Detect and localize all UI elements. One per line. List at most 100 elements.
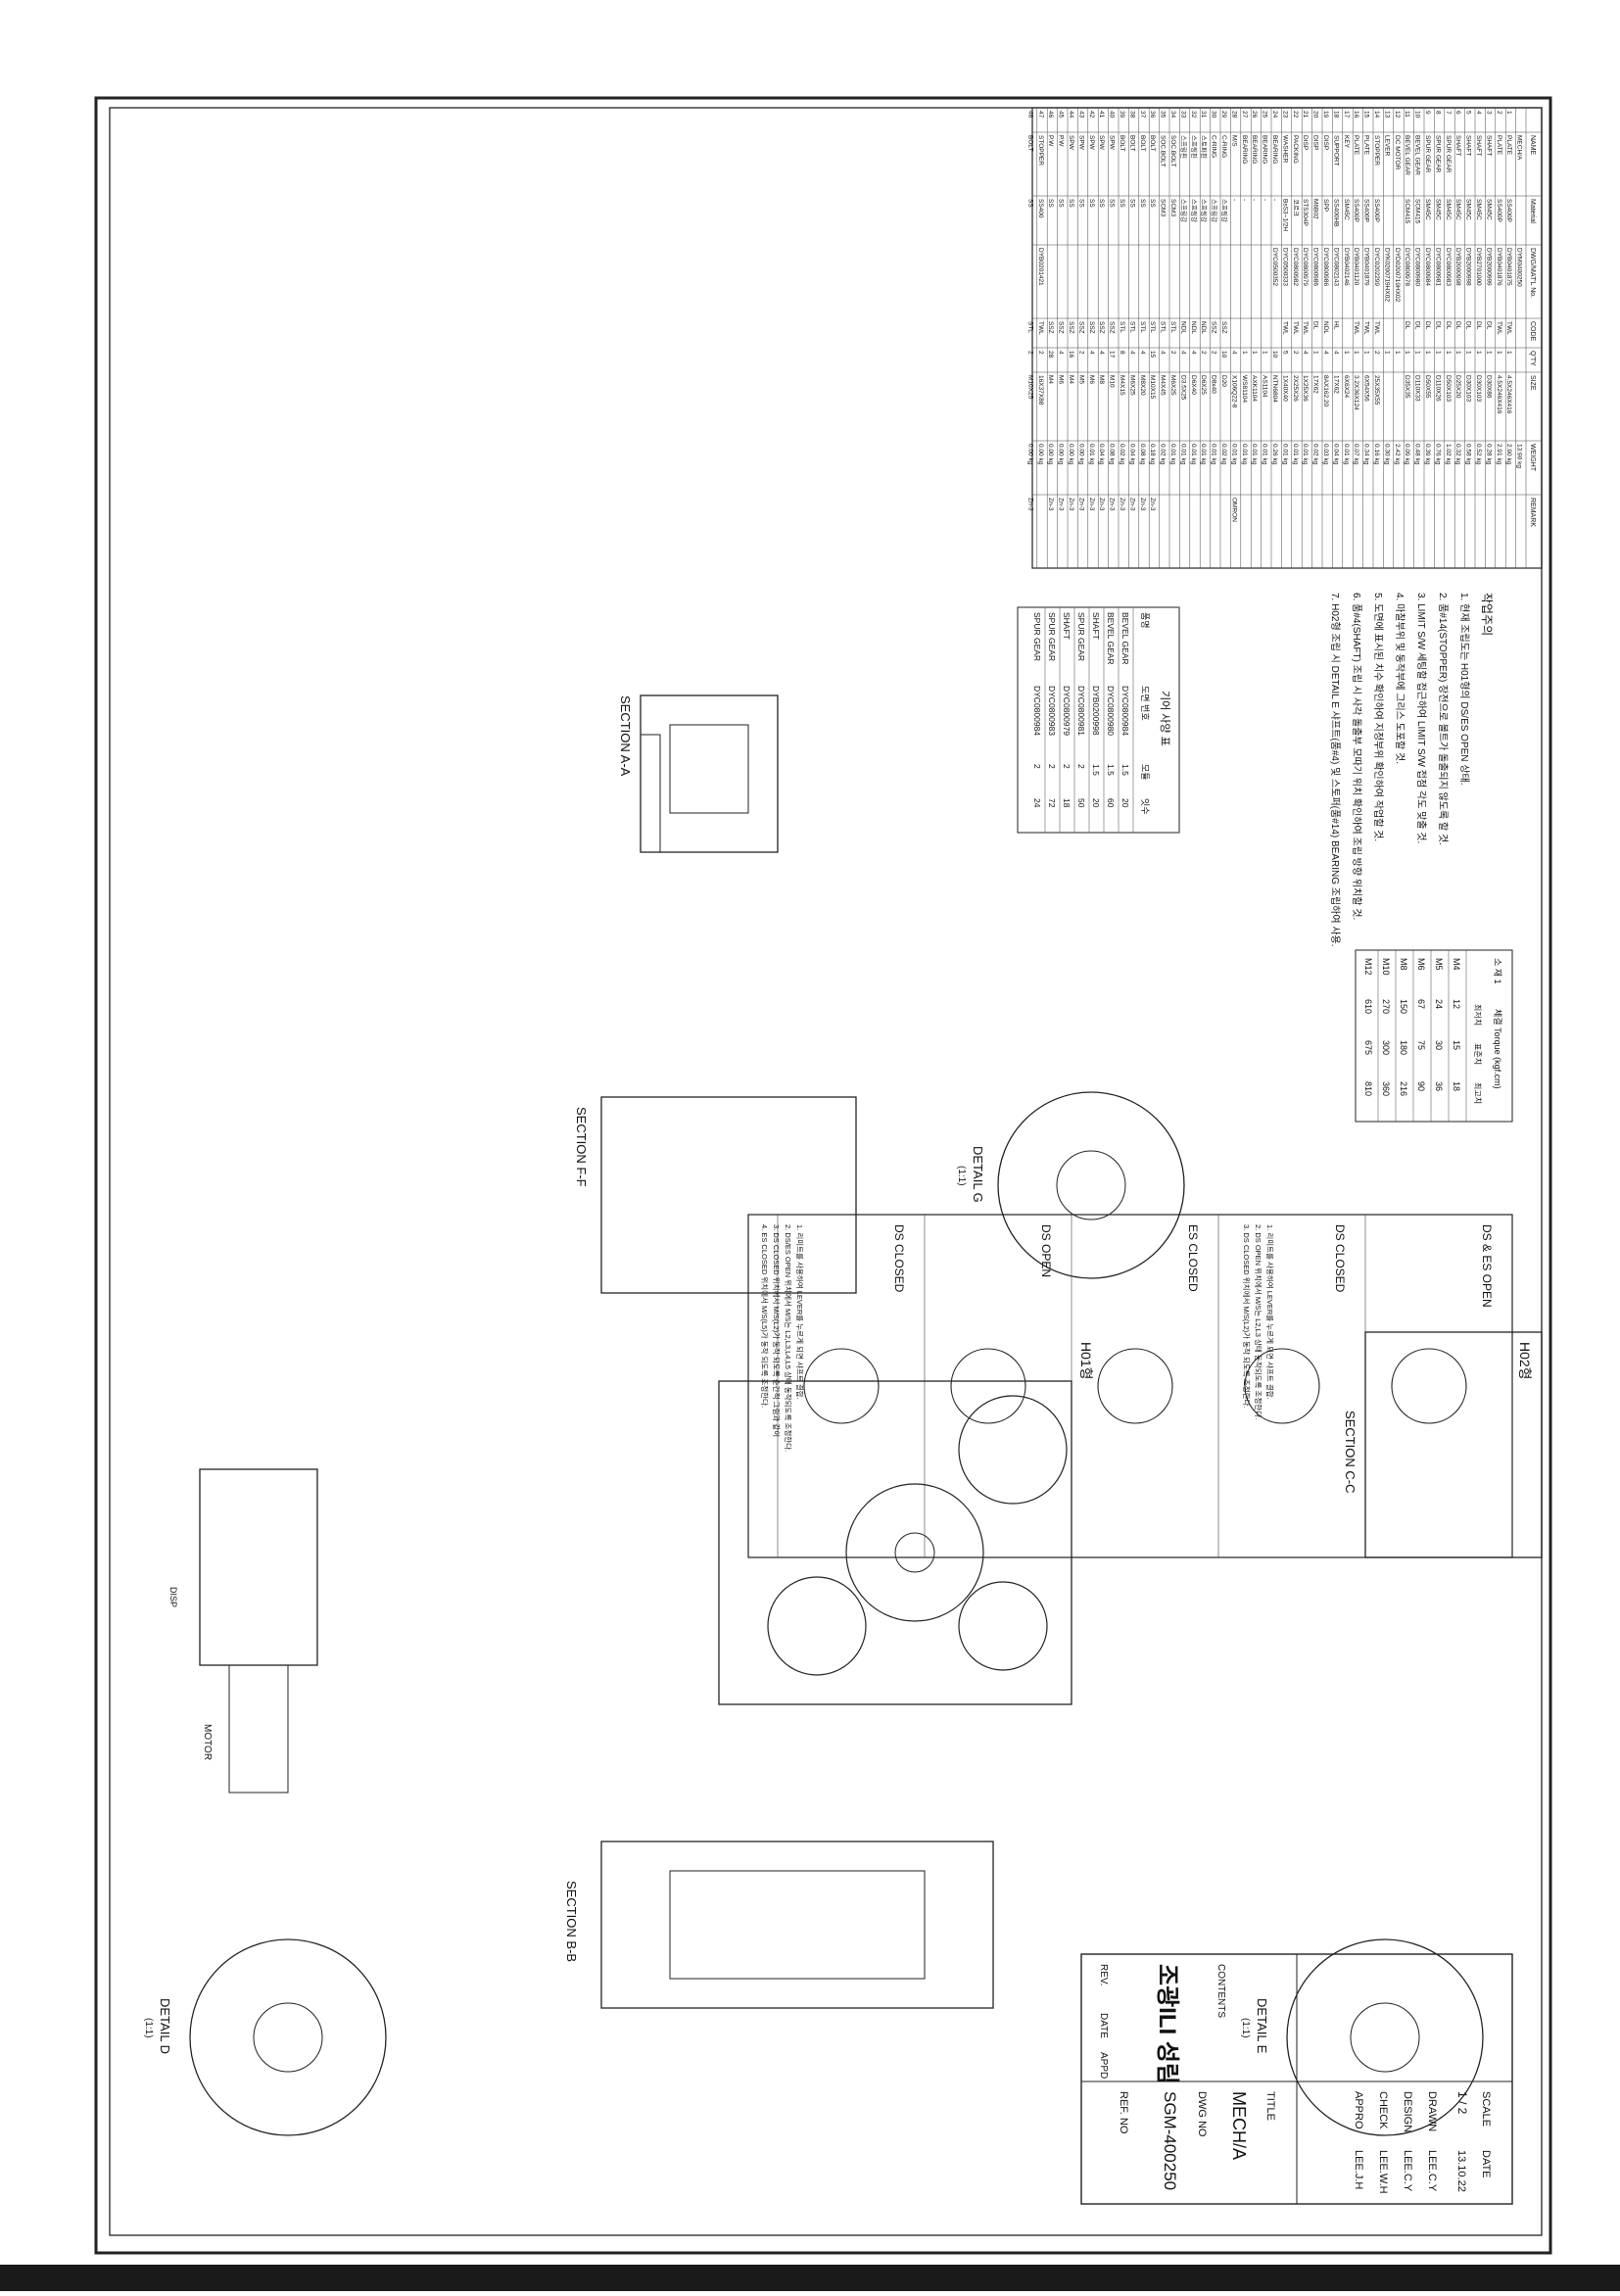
torque-cell: M6 — [1416, 958, 1426, 971]
bom-cell: SPUR GEAR — [1434, 135, 1441, 173]
bom-cell: HL — [1332, 321, 1339, 330]
note-item: 2. 품#14(STOPPER) 장전으로 볼트가 돌출되지 않도록 할 것. — [1437, 593, 1449, 845]
bom-cell: TWL — [1037, 321, 1044, 335]
bom-cell: TWL — [1496, 321, 1502, 335]
bom-cell: C-RING — [1211, 135, 1217, 158]
bom-cell: 0.04 kg — [1128, 444, 1135, 465]
bom-cell: TWL — [1353, 321, 1359, 335]
bom-cell: 0.00 kg — [1077, 444, 1084, 465]
bom-cell: DL — [1404, 321, 1410, 330]
bom-cell: 38 — [1128, 111, 1135, 119]
bom-cell: Zn-3 — [1026, 498, 1033, 511]
bom-cell: 0.01 kg — [1343, 444, 1350, 465]
bom-cell: 15 — [1149, 351, 1156, 359]
bom-cell: M5 — [1077, 375, 1084, 384]
gear-table-title: 기어 사양 표 — [1159, 691, 1171, 746]
bom-cell: 41 — [1098, 111, 1105, 119]
bom-cell: 1 — [1383, 351, 1390, 355]
bom-cell: SOC.BOLT — [1169, 135, 1176, 167]
bom-cell: SS — [1047, 199, 1054, 208]
bom-cell: 2.90 kg — [1505, 444, 1512, 465]
bom-cell: SM45C — [1445, 199, 1452, 220]
bom-cell: D25X20 — [1454, 375, 1461, 399]
torque-cell: 150 — [1399, 999, 1408, 1014]
switch-state-cell: ES CLOSED — [1071, 1215, 1200, 1557]
rev-label: REV. — [1098, 1964, 1109, 1985]
bom-cell: SCM3 — [1160, 199, 1167, 216]
bom-cell: M6X25 — [1128, 375, 1135, 396]
note-item: 7. H02형 조립 시 DETAIL E 샤프트(품#4) 및 스토퍼(품#1… — [1329, 593, 1342, 947]
bom-cell: 0.16 kg — [1373, 444, 1380, 465]
torque-sub-header: 최저치 — [1473, 1004, 1483, 1026]
bom-cell: SM45C — [1475, 199, 1482, 220]
section-cc-view: SECTION C-C — [1343, 1331, 1543, 1558]
bom-cell: - — [1230, 199, 1237, 201]
gear-cell: SHAFT — [1091, 612, 1101, 640]
bom-cell: BOLT — [1119, 135, 1125, 152]
bom-cell: 12 — [1394, 111, 1401, 119]
bom-cell: 코르크 — [1292, 199, 1300, 216]
bom-cell: 1 — [1485, 351, 1492, 355]
bom-cell: 4 — [1179, 351, 1186, 355]
bom-cell: 1 — [1475, 351, 1482, 355]
bom-cell: SS400P — [1496, 199, 1502, 222]
bom-cell: PLATE — [1363, 135, 1370, 156]
bom-cell: 4 — [1475, 111, 1482, 115]
bom-cell: D30X103 — [1465, 375, 1472, 402]
bom-cell: SS400HB — [1332, 199, 1339, 227]
gear-cell: 2 — [1076, 764, 1086, 769]
gear-header-cell: 모듈 — [1140, 764, 1150, 781]
bom-cell: DL — [1424, 321, 1431, 330]
bom-cell: 21 — [1302, 111, 1309, 119]
section-cc-label: SECTION C-C — [1343, 1411, 1358, 1494]
bom-cell: PACKING — [1292, 135, 1299, 164]
bom-cell: NTN6804 — [1271, 375, 1278, 403]
bom-cell: D30X103 — [1475, 375, 1482, 402]
section-aa-view: SECTION A-A — [618, 694, 779, 853]
bom-cell: 1 — [1251, 351, 1258, 355]
bom-cell: 34 — [1169, 111, 1176, 119]
bom-cell: DL — [1485, 321, 1492, 330]
bom-cell: 0.32 kg — [1454, 444, 1461, 465]
bom-cell: 24 — [1271, 111, 1278, 119]
bom-cell: TWL — [1363, 321, 1370, 335]
torque-cell: 15 — [1452, 1040, 1461, 1050]
bom-cell: 0.01 kg — [1251, 444, 1258, 465]
bom-cell: 18 — [1332, 111, 1339, 119]
bom-cell: 0.02 kg — [1160, 444, 1167, 465]
bom-cell: PLATE — [1353, 135, 1359, 156]
note-item: 6. 품#4(SHAFT) 조립 시 사각 돌출부 모따기 위치 확인하여 조립… — [1351, 593, 1363, 920]
torque-cell: M8 — [1399, 958, 1408, 971]
gear-cell: DYC0800984 — [1120, 686, 1130, 736]
torque-cell: 610 — [1363, 999, 1373, 1014]
bom-cell: SS400P — [1363, 199, 1370, 222]
torque-cell: 360 — [1381, 1081, 1391, 1096]
switch-state-label: DS CLOSED — [1333, 1224, 1347, 1293]
bom-cell: 25 — [1262, 111, 1268, 119]
bom-cell: 10 — [1271, 351, 1278, 359]
bom-cell: Zn-3 — [1139, 498, 1146, 511]
bom-header-cell: REMARK — [1529, 498, 1536, 527]
dwg-label: DWG NO — [1196, 2091, 1208, 2137]
bom-cell: 0.02 kg — [1312, 444, 1319, 465]
bom-cell: 0.01 kg — [1190, 444, 1197, 465]
torque-cell: 675 — [1363, 1040, 1373, 1055]
bom-cell: 6X54X56 — [1363, 375, 1370, 402]
bom-cell: 20 — [1312, 111, 1319, 119]
ref-label: REF. NO — [1118, 2091, 1129, 2134]
bom-cell: 10 — [1220, 351, 1227, 359]
company-logo: 조광ILI 성림 — [1154, 1964, 1180, 2084]
bom-cell: 4 — [1302, 351, 1309, 355]
bom-cell: SM45C — [1434, 199, 1441, 220]
bom-cell: 4 — [1332, 351, 1339, 355]
gear-cell: 50 — [1076, 798, 1086, 808]
bom-cell: SS — [1068, 199, 1074, 208]
bom-cell: D110X26 — [1434, 375, 1441, 402]
bom-cell: SPP — [1322, 199, 1329, 212]
bom-cell: DYB2000998 — [1465, 248, 1472, 286]
bom-cell: 0.02 kg — [1119, 444, 1125, 465]
bom-cell: DL — [1465, 321, 1472, 330]
main-plan-view — [718, 1380, 1072, 1705]
